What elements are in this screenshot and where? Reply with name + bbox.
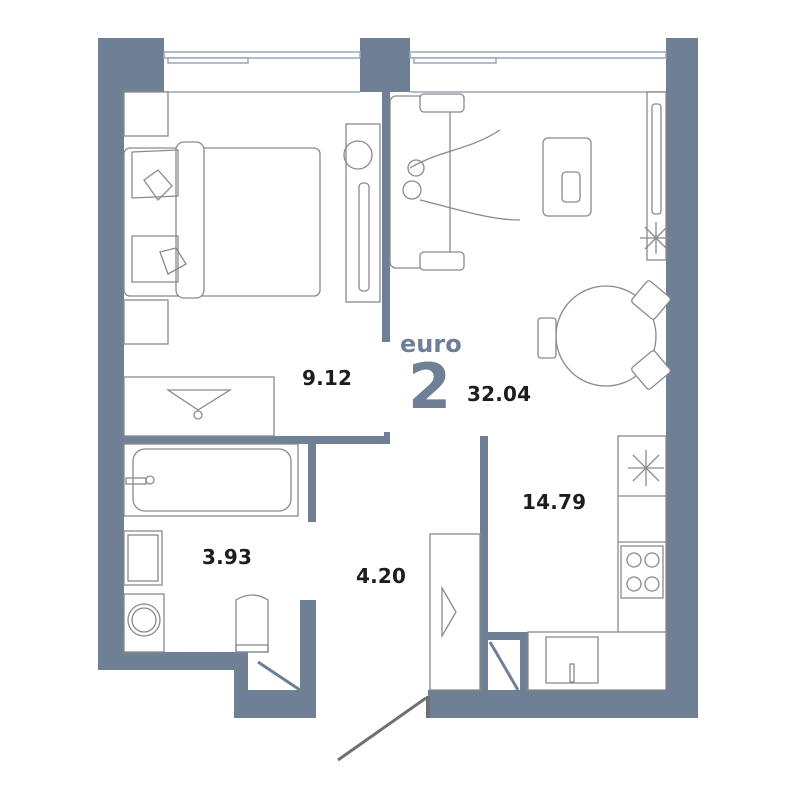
- hallway-area: 4.20: [356, 564, 407, 588]
- exterior-walls: [98, 38, 698, 718]
- bedroom-furniture: [123, 91, 381, 437]
- apartment-room-count: 2: [408, 350, 452, 423]
- hallway-furniture: [337, 533, 481, 762]
- bedroom-area: 9.12: [302, 366, 353, 390]
- windows: [163, 51, 667, 93]
- bathroom-area: 3.93: [202, 545, 253, 569]
- bathroom-fixtures: [123, 443, 299, 653]
- living-room-furniture: [389, 91, 672, 390]
- kitchen-area: 14.79: [522, 490, 587, 514]
- interior-walls: [124, 92, 528, 690]
- apartment-type-label: euro: [400, 330, 462, 358]
- living-room-area: 32.04: [467, 382, 532, 406]
- ventilation-shafts: [257, 641, 520, 692]
- kitchen-furniture: [527, 435, 667, 691]
